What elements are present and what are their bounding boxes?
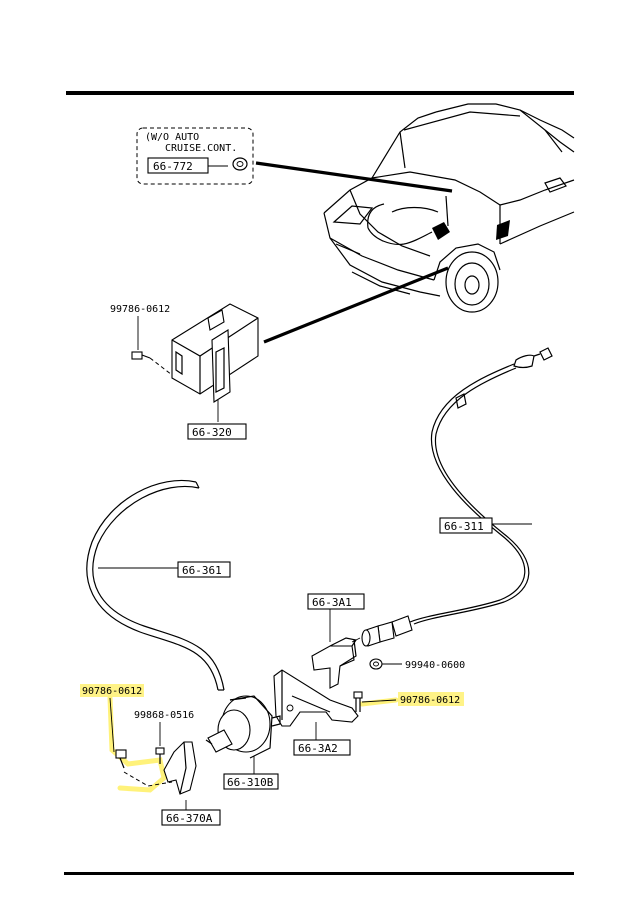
part-label-66-370A: 66-370A [166,812,213,825]
part-label-66-311: 66-311 [444,520,484,533]
bolt-label-99868-0516: 99868-0516 [134,710,194,721]
bracket-66-3A1: 66-3A1 [307,593,365,689]
part-label-66-320: 66-320 [192,426,232,439]
bolt-label-90786-0612-left: 90786-0612 [82,686,142,697]
bolt-label-99786-0612: 99786-0612 [110,304,170,315]
bracket-66-370A: 90786-0612 99868-0516 66-370A [80,684,221,826]
note-box: (W/O AUTO CRUISE.CONT. 66-772 [136,127,254,185]
part-label-66-772: 66-772 [153,160,193,173]
part-label-66-310B: 66-310B [227,776,274,789]
car-illustration [255,103,575,344]
bracket-66-3A2: 66-3A2 90786-0612 [273,669,464,756]
grommet-icon [232,157,248,171]
actuator-66-310B: 66-310B [205,695,281,790]
leader-unit [263,266,449,344]
control-unit: 99786-0612 66-320 [110,303,259,440]
vacuum-hose: 66-361 [86,480,231,691]
nut-icon [369,658,383,670]
note-line-1: (W/O AUTO [145,132,199,143]
part-label-66-361: 66-361 [182,564,222,577]
part-label-66-3A1: 66-3A1 [312,596,352,609]
bolt-label-99940-0600: 99940-0600 [405,660,465,671]
note-line-2: CRUISE.CONT. [165,143,237,154]
bolt-label-90786-0612-right: 90786-0612 [400,695,460,706]
screw-icon [155,747,165,764]
part-label-66-3A2: 66-3A2 [298,742,338,755]
bolt-icon [131,351,151,360]
leader-grommet [255,161,453,193]
bolt-icon-right [353,691,363,712]
bottom-rule [64,872,574,875]
nut: 99940-0600 [369,658,465,671]
accelerator-cable: 66-311 [351,347,553,647]
top-rule [66,91,574,95]
bolt-icon-left [115,749,127,769]
